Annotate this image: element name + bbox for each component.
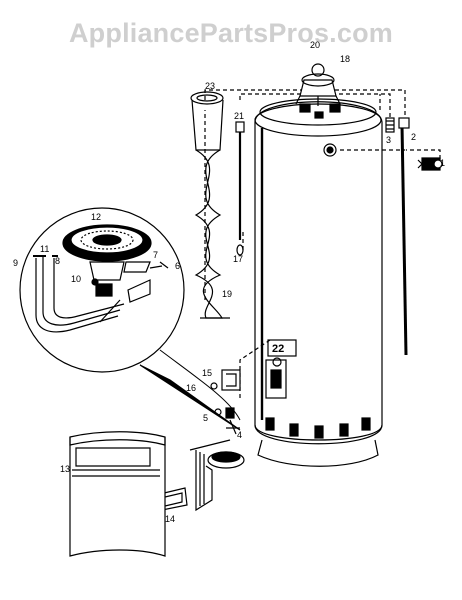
label-22: 22 xyxy=(272,343,284,355)
label-5: 5 xyxy=(203,413,208,423)
watermark-text: AppliancePartsPros.com xyxy=(68,18,393,48)
label-9: 9 xyxy=(13,258,18,268)
flue-baffle xyxy=(190,91,230,319)
anode-rod xyxy=(235,121,245,256)
label-21: 21 xyxy=(234,111,244,121)
label-8: 8 xyxy=(55,256,60,266)
label-6: 6 xyxy=(175,261,180,271)
magnified-burner-detail xyxy=(19,207,241,431)
burner-assembly-small xyxy=(189,439,245,512)
label-3: 3 xyxy=(386,135,391,145)
label-17: 17 xyxy=(233,254,243,264)
outer-door-panel xyxy=(69,431,166,557)
label-11: 11 xyxy=(40,244,49,254)
label-12: 12 xyxy=(91,212,101,222)
label-13: 13 xyxy=(60,464,70,474)
water-heater-tank xyxy=(254,98,383,467)
label-20: 20 xyxy=(310,40,320,50)
label-1: 1 xyxy=(440,158,445,168)
label-7: 7 xyxy=(153,250,158,260)
dip-tube xyxy=(385,117,410,356)
label-19: 19 xyxy=(222,289,232,299)
part-labels: 1 2 3 4 5 6 7 8 9 10 11 12 13 14 15 16 1… xyxy=(13,40,445,524)
label-16: 16 xyxy=(186,383,196,393)
flue-hood xyxy=(295,63,341,106)
label-4: 4 xyxy=(237,430,242,440)
tp-valve xyxy=(417,157,443,171)
label-2: 2 xyxy=(411,132,416,142)
label-10: 10 xyxy=(71,274,81,284)
label-14: 14 xyxy=(165,514,175,524)
label-23: 23 xyxy=(205,81,215,91)
label-15: 15 xyxy=(202,368,212,378)
label-18: 18 xyxy=(340,54,350,64)
